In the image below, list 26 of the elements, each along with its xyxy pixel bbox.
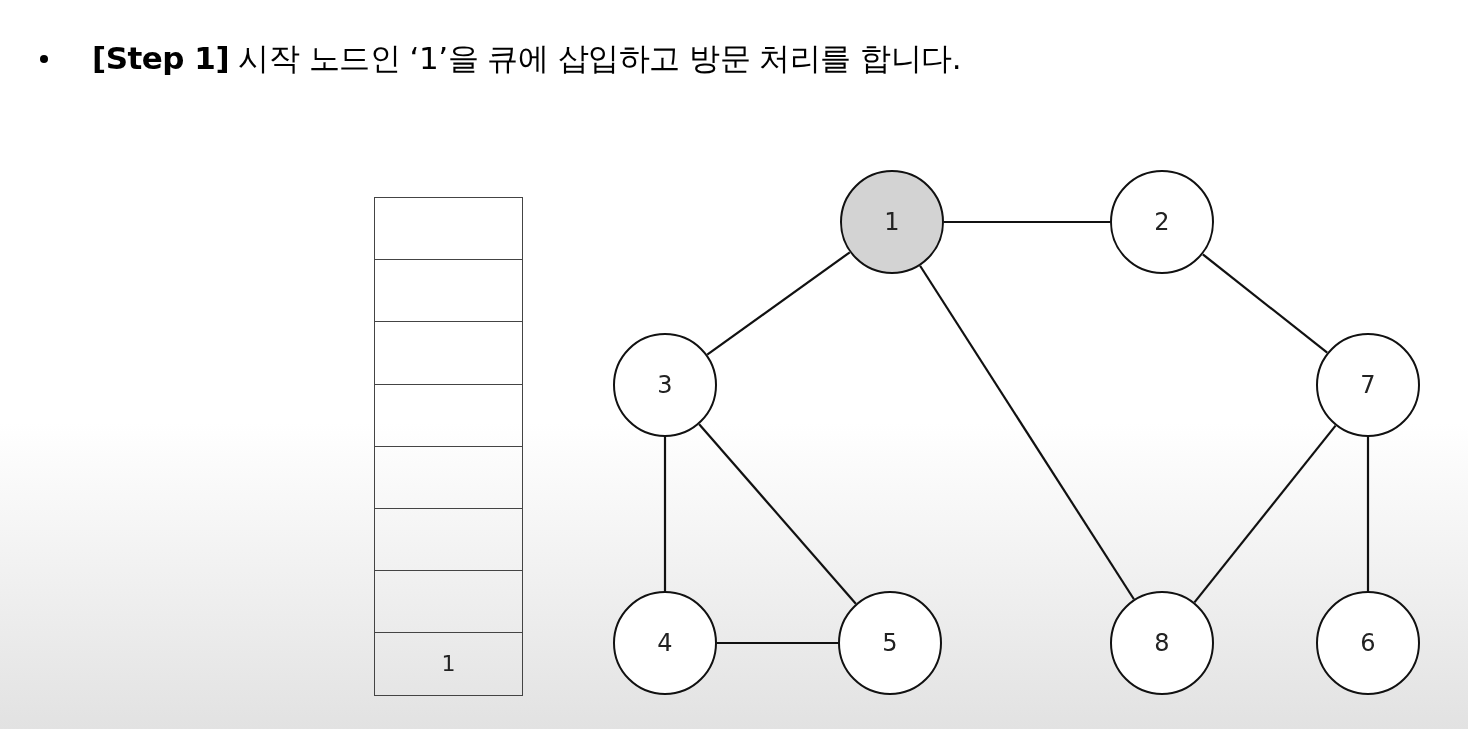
queue-cell: 1 — [374, 632, 523, 696]
graph-node-circle: 1 — [840, 170, 944, 274]
queue-cell — [374, 445, 523, 509]
edge-line — [698, 423, 857, 605]
graph-node-circle: 5 — [838, 591, 942, 695]
queue-cell — [374, 508, 523, 572]
edge-line — [663, 437, 667, 591]
graph-node-circle: 4 — [613, 591, 717, 695]
queue-cell — [374, 383, 523, 447]
heading: [Step 1] 시작 노드인 ‘1’을 큐에 삽입하고 방문 처리를 합니다. — [92, 39, 962, 78]
graph-node-circle: 8 — [1110, 591, 1214, 695]
graph-node-circle: 7 — [1316, 333, 1420, 437]
edge-line — [717, 641, 838, 645]
graph-node-circle: 3 — [613, 333, 717, 437]
edge-line — [919, 265, 1135, 600]
edge-line — [944, 220, 1110, 224]
queue-cell — [374, 259, 523, 323]
queue-cell — [374, 570, 523, 634]
edge-line — [706, 251, 851, 356]
graph-node-circle: 6 — [1316, 591, 1420, 695]
edge-line — [1202, 253, 1328, 354]
queue-cell — [374, 321, 523, 385]
edge-line — [1366, 437, 1370, 591]
edge-line — [1193, 424, 1337, 604]
queue-cell — [374, 197, 523, 261]
graph-node-circle: 2 — [1110, 170, 1214, 274]
